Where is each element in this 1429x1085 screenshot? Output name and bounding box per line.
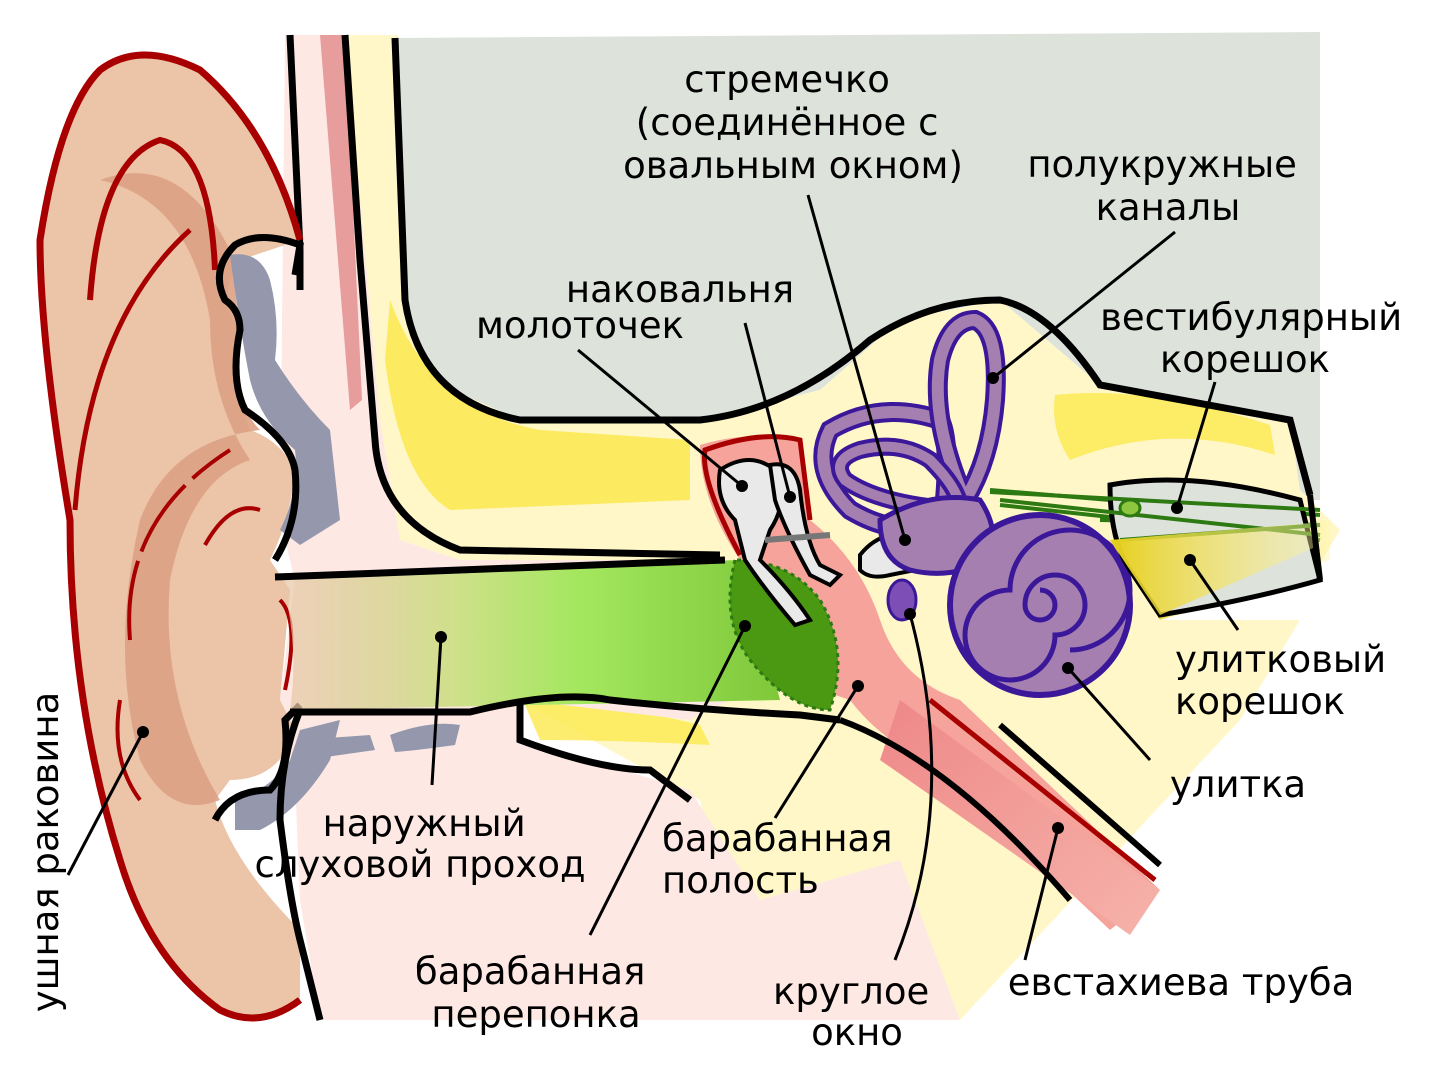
label-cochlear-root-line1: улитковый xyxy=(1175,638,1386,681)
label-tympanic-cavity: барабанная полость xyxy=(662,817,904,902)
leader-eardrum xyxy=(588,625,747,936)
label-auricle-line1: ушная раковина xyxy=(24,692,67,1013)
tympanic-cavity-outline xyxy=(701,434,813,557)
tube-line-2 xyxy=(998,722,1162,868)
dot-cochlear-root xyxy=(1184,554,1196,566)
label-semicircular-canals: полукружные каналы xyxy=(1027,143,1308,229)
label-cochlear-root-line2: корешок xyxy=(1175,680,1345,723)
semicircular-canal-horizontal-fill xyxy=(835,441,965,515)
skin-outline-inner xyxy=(341,34,721,559)
skull-outline xyxy=(391,37,1314,496)
dot-cochlea xyxy=(1062,662,1074,674)
label-stirrup-line3: овальным окном) xyxy=(623,144,963,187)
tube-line-red xyxy=(928,698,1157,882)
auricle-black-outline xyxy=(211,234,304,822)
cartilage-upper xyxy=(230,254,340,546)
bone-highlight-2 xyxy=(1054,393,1275,460)
label-round-window-line2: окно xyxy=(811,1011,903,1054)
label-stirrup-line2: (соединённое с xyxy=(636,101,939,144)
label-malleus-line1: молоточек xyxy=(476,304,684,347)
label-round-window-line1: круглое xyxy=(773,970,929,1013)
cochlear-nerve-front xyxy=(1110,522,1320,615)
label-stirrup: стремечко (соединённое с овальным окном) xyxy=(623,58,963,187)
label-cochlea-line1: улитка xyxy=(1170,763,1306,806)
label-round-window: круглое окно xyxy=(773,970,941,1054)
dot-auricle xyxy=(137,726,149,738)
skin-strip xyxy=(320,35,362,410)
lower-bone-line xyxy=(516,700,693,803)
leader-auricle xyxy=(66,731,145,876)
label-malleus: молоточек xyxy=(476,304,684,347)
label-vestibular-root-line2: корешок xyxy=(1160,338,1330,381)
label-cochlea: улитка xyxy=(1170,763,1306,806)
label-eustachian-tube: евстахиева труба xyxy=(1008,961,1355,1004)
label-eustachian-line1: евстахиева труба xyxy=(1008,961,1355,1004)
eustachian-tube xyxy=(880,700,1160,935)
label-vestibular-root-line1: вестибулярный xyxy=(1100,296,1402,339)
label-ear-canal-line1: наружный xyxy=(323,802,526,845)
leader-cochlear-root xyxy=(1188,559,1240,631)
dot-stirrup xyxy=(899,534,911,546)
lobe-line xyxy=(115,699,142,802)
leader-tympanic-cavity xyxy=(773,685,860,819)
label-tympanic-cavity-line2: полость xyxy=(662,859,819,902)
label-ear-canal-line2: слуховой проход xyxy=(254,843,585,886)
leader-round-window xyxy=(893,613,934,961)
label-cochlear-root: улитковый корешок xyxy=(1175,638,1398,723)
label-semicircular-line2: каналы xyxy=(1096,186,1241,229)
dot-eardrum xyxy=(739,620,751,632)
label-vestibular-root: вестибулярный корешок xyxy=(1100,296,1414,381)
tensor-line xyxy=(764,532,831,543)
head-skin xyxy=(280,35,960,1020)
concha-line xyxy=(127,448,232,641)
leader-incus xyxy=(743,322,792,498)
label-semicircular-line1: полукружные xyxy=(1027,143,1297,186)
dot-malleus xyxy=(736,480,748,492)
label-eardrum: барабанная перепонка xyxy=(415,950,657,1036)
leader-malleus xyxy=(577,348,743,488)
leader-eustachian xyxy=(1023,827,1060,961)
label-stirrup-line1: стремечко xyxy=(684,58,890,101)
label-eardrum-line1: барабанная xyxy=(415,950,645,993)
cochlea-spiral xyxy=(962,527,1133,683)
antihelix-line xyxy=(72,228,192,511)
cranial-region xyxy=(395,32,1320,500)
tube-line-1 xyxy=(838,717,1073,902)
dot-tympanic-cavity xyxy=(852,680,864,692)
label-incus-line1: наковальня xyxy=(566,268,794,311)
antitragus-line xyxy=(278,598,294,691)
tragus-line xyxy=(203,506,261,546)
ear-canal-top-line xyxy=(274,556,726,581)
bone-highlight-1 xyxy=(385,300,690,510)
leader-cochlea xyxy=(1066,667,1152,761)
bone-highlight-3 xyxy=(525,704,710,745)
semicircular-canal-loop-fill xyxy=(931,313,1002,504)
label-tympanic-cavity-line1: барабанная xyxy=(662,817,892,860)
dot-eustachian xyxy=(1052,822,1064,834)
helix-line xyxy=(87,136,218,301)
dot-ear-canal xyxy=(435,631,447,643)
label-eardrum-line2: перепонка xyxy=(431,993,640,1036)
label-ear-canal: наружный слуховой проход xyxy=(254,802,585,886)
leader-semicircular xyxy=(992,230,1176,380)
leader-stirrup xyxy=(806,194,907,541)
dot-vestibular-root xyxy=(1171,502,1183,514)
label-auricle: ушная раковина xyxy=(24,692,67,1013)
ear-canal xyxy=(280,560,780,710)
temporal-bone xyxy=(345,35,1340,1020)
leader-vestibular-root xyxy=(1175,381,1217,509)
right-bone-outline xyxy=(1307,494,1323,581)
dot-semicircular xyxy=(987,372,999,384)
eardrum xyxy=(728,558,840,712)
skin-outline-bottom xyxy=(276,708,324,1021)
dot-round-window xyxy=(904,608,916,620)
cartilage-bits xyxy=(300,723,460,760)
ganglion xyxy=(1118,498,1142,518)
label-incus: наковальня xyxy=(566,268,794,311)
leader-ear-canal xyxy=(430,636,443,786)
auricle-outline xyxy=(36,51,304,1022)
dot-incus xyxy=(784,491,796,503)
